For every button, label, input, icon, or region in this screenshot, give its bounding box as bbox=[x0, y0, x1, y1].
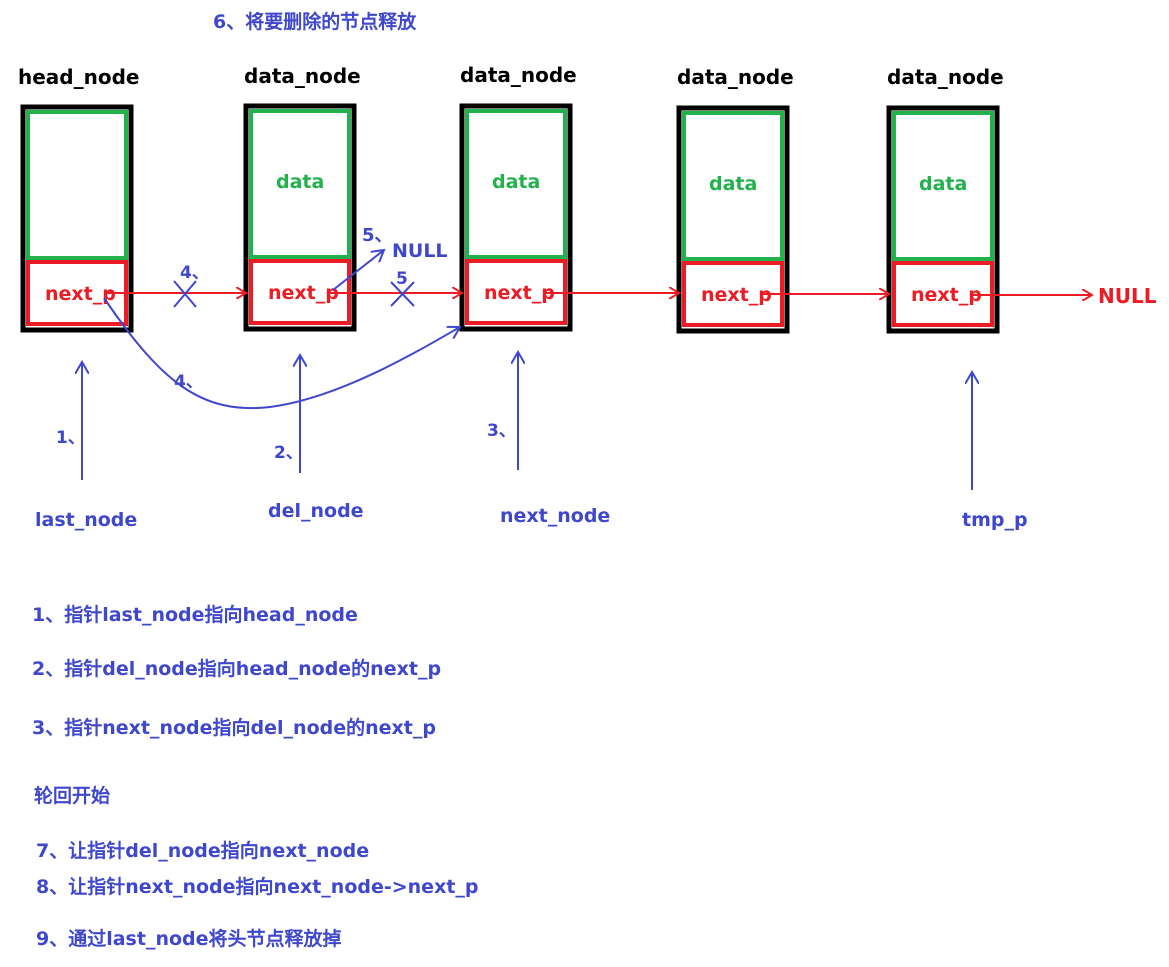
data-field bbox=[26, 110, 128, 260]
step-text-8: 8、让指针next_node指向next_node->next_p bbox=[36, 875, 479, 898]
step-text-2: 2、指针del_node指向head_node的next_p bbox=[32, 657, 441, 680]
node-label: data_node bbox=[460, 63, 577, 87]
end-null-label: NULL bbox=[1098, 284, 1157, 308]
loop-start-text: 轮回开始 bbox=[34, 784, 110, 807]
pointer-next-node: next_node bbox=[500, 505, 610, 527]
step-mark-2: 2、 bbox=[274, 443, 303, 463]
step-mark-5: 5、 bbox=[362, 225, 393, 246]
data-field-label: data bbox=[709, 173, 757, 195]
data-node-3: data_node data next_p bbox=[676, 65, 794, 334]
cut-mark-4 bbox=[173, 280, 197, 308]
next-field-label: next_p bbox=[484, 282, 555, 304]
data-field bbox=[249, 109, 351, 259]
node-outer-box bbox=[886, 105, 1000, 334]
node-label: data_node bbox=[244, 64, 361, 88]
node-outer-box bbox=[20, 104, 134, 333]
data-field-label: data bbox=[276, 171, 324, 193]
next-field-label: next_p bbox=[701, 284, 772, 306]
node-label: data_node bbox=[677, 65, 794, 89]
step-mark-4-cut: 4、 bbox=[180, 263, 209, 283]
data-field-label: data bbox=[919, 173, 967, 195]
node-label: data_node bbox=[887, 65, 1004, 89]
step-mark-4-curve: 4、 bbox=[174, 372, 203, 392]
pointer-del-node: del_node bbox=[268, 500, 364, 522]
data-node-4: data_node data next_p bbox=[886, 65, 1004, 334]
node-outer-box bbox=[243, 103, 357, 332]
pointer-last-node: last_node bbox=[35, 509, 137, 531]
step4-relink-curve bbox=[103, 297, 460, 410]
node-outer-box bbox=[459, 103, 573, 332]
steps-list: 1、指针last_node指向head_node 2、指针del_node指向h… bbox=[32, 603, 479, 950]
step-mark-5-cut: 5 bbox=[396, 269, 408, 289]
step5-arrow-to-null bbox=[332, 250, 384, 291]
head-node: head_node next_p bbox=[18, 65, 139, 333]
node-label: head_node bbox=[18, 65, 139, 89]
next-field-label: next_p bbox=[45, 283, 116, 305]
cut-mark-5 bbox=[390, 281, 415, 307]
step-mark-1: 1、 bbox=[56, 428, 85, 448]
data-field bbox=[465, 109, 567, 259]
pointer-tmp-p: tmp_p bbox=[962, 509, 1028, 531]
step-text-7: 7、让指针del_node指向next_node bbox=[36, 839, 369, 862]
step-text-3: 3、指针next_node指向del_node的next_p bbox=[32, 716, 436, 739]
data-field bbox=[892, 111, 994, 261]
data-field-label: data bbox=[492, 171, 540, 193]
step-mark-3: 3、 bbox=[487, 421, 516, 441]
diagram-title: 6、将要删除的节点释放 bbox=[213, 10, 417, 33]
node-outer-box bbox=[676, 105, 790, 334]
step-text-1: 1、指针last_node指向head_node bbox=[32, 603, 358, 626]
step-text-9: 9、通过last_node将头节点释放掉 bbox=[36, 927, 342, 950]
step5-null-label: NULL bbox=[392, 240, 448, 262]
data-node-1: data_node data next_p bbox=[243, 64, 361, 332]
next-field-label: next_p bbox=[268, 282, 339, 304]
data-node-2: data_node data next_p bbox=[459, 63, 577, 332]
data-field bbox=[682, 111, 784, 261]
next-field-label: next_p bbox=[911, 284, 982, 306]
